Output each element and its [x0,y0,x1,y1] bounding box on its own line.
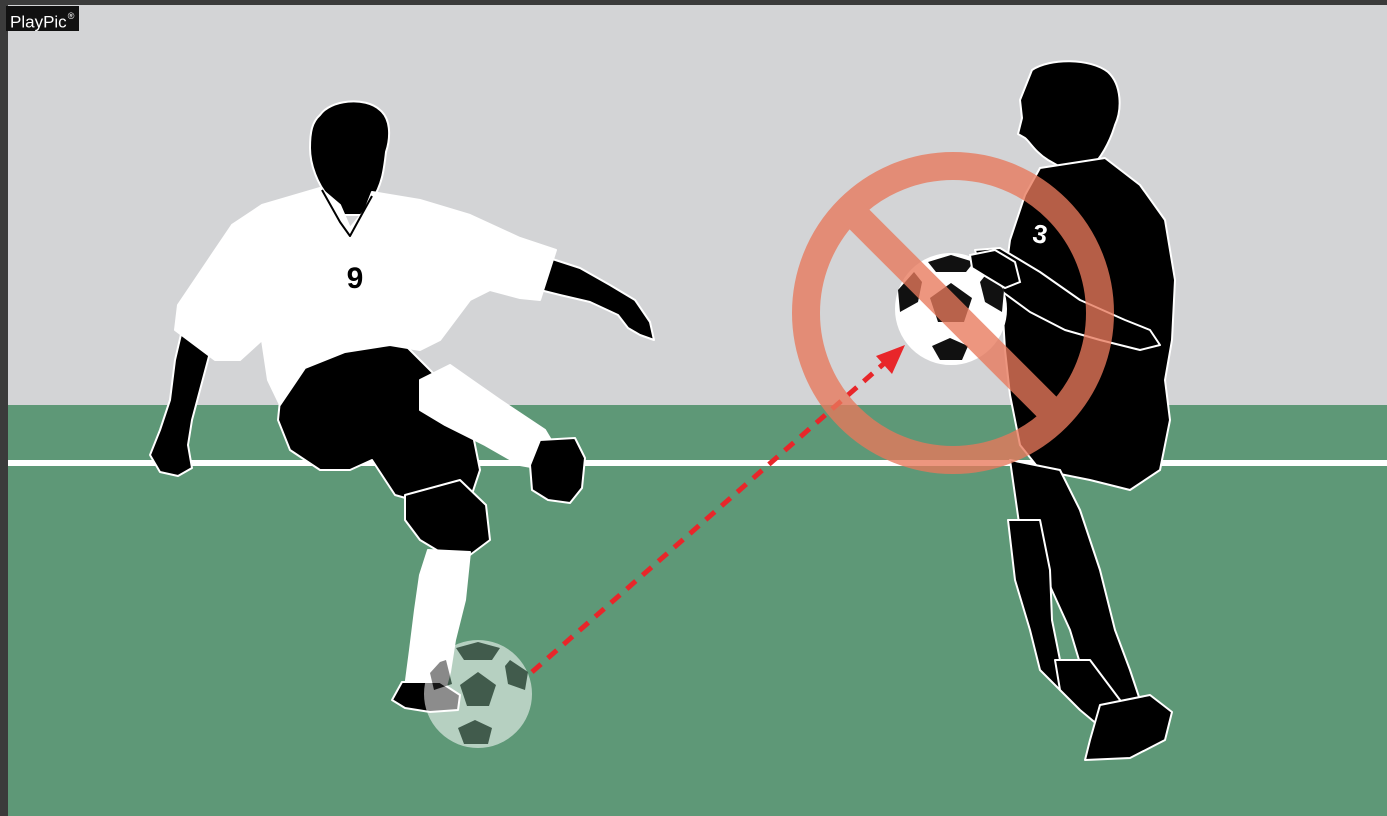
trademark-symbol: ® [68,11,75,21]
logo-text: PlayPic [10,13,67,32]
pitch-line [8,460,1387,466]
pitch [8,405,1387,816]
playpic-logo: PlayPic® [6,6,79,31]
attacker-jersey-number: 9 [347,262,364,295]
soccer-ball-start [425,641,531,747]
